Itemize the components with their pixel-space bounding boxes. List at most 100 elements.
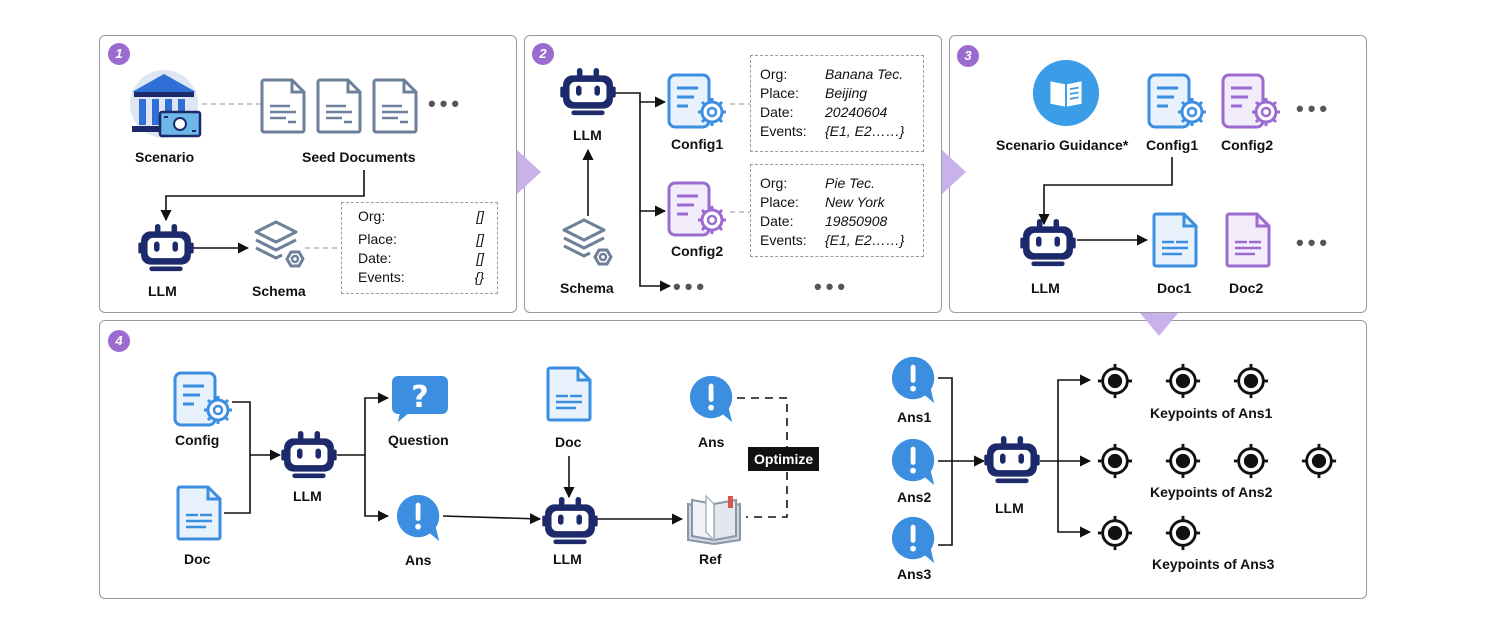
keypoint-target-icon bbox=[1096, 514, 1134, 552]
config2-field-place: Place: bbox=[760, 194, 799, 210]
schema-fields-box bbox=[341, 202, 498, 294]
config2-field-events: Events: bbox=[760, 232, 807, 248]
config-label: Config bbox=[175, 432, 220, 448]
config2-value-date: 19850908 bbox=[825, 213, 888, 229]
more-configs-ellipsis: ••• bbox=[673, 274, 709, 299]
keypoint-target-icon bbox=[1164, 362, 1202, 400]
keypoint-target-icon bbox=[1232, 442, 1270, 480]
config2-field-org: Org: bbox=[760, 175, 788, 191]
keypoint-target-icon bbox=[1096, 442, 1134, 480]
doc1-icon bbox=[1152, 212, 1198, 268]
schema-label: Schema bbox=[560, 280, 614, 296]
doc-label: Doc bbox=[184, 551, 211, 567]
llm-robot-icon bbox=[984, 436, 1040, 484]
doc-icon bbox=[176, 485, 222, 541]
schema-field-place: Place:[] bbox=[358, 231, 484, 247]
keypoint-target-icon bbox=[1164, 514, 1202, 552]
config1-icon bbox=[666, 72, 730, 132]
llm-robot-icon bbox=[542, 497, 598, 545]
keypoint-target-icon bbox=[1300, 442, 1338, 480]
more-docs-ellipsis: ••• bbox=[1296, 230, 1332, 255]
reference-book-icon bbox=[684, 494, 744, 546]
schema-field-events: Events:{} bbox=[358, 269, 484, 285]
schema-icon bbox=[252, 218, 308, 274]
config2-icon bbox=[1220, 72, 1284, 132]
llm-label: LLM bbox=[573, 127, 602, 143]
config-icon bbox=[172, 370, 236, 430]
config2-value-place: New York bbox=[825, 194, 885, 210]
answer-bubble-icon bbox=[890, 355, 940, 405]
config2-icon bbox=[666, 180, 730, 240]
doc-icon bbox=[546, 366, 592, 422]
config1-value-date: 20240604 bbox=[825, 104, 888, 120]
step-badge-3: 3 bbox=[957, 45, 979, 67]
more-configs-ellipsis: ••• bbox=[1296, 96, 1332, 121]
config2-label: Config2 bbox=[1221, 137, 1274, 153]
more-documents-ellipsis: ••• bbox=[428, 91, 464, 116]
seed-document-icon bbox=[260, 78, 306, 134]
config1-value-org: Banana Tec. bbox=[825, 66, 904, 82]
llm-robot-icon bbox=[138, 224, 194, 272]
schema-field-org: Org:[] bbox=[358, 208, 484, 224]
doc2-icon bbox=[1225, 212, 1271, 268]
seed-documents-label: Seed Documents bbox=[302, 149, 416, 165]
schema-icon bbox=[560, 216, 616, 272]
config1-field-place: Place: bbox=[760, 85, 799, 101]
llm-label: LLM bbox=[1031, 280, 1060, 296]
config2-value-events: {E1, E2……} bbox=[825, 232, 905, 248]
seed-document-icon bbox=[316, 78, 362, 134]
ans-label: Ans bbox=[405, 552, 432, 568]
ans1-label: Ans1 bbox=[897, 409, 932, 425]
keypoint-target-icon bbox=[1164, 442, 1202, 480]
ans2-label: Ans2 bbox=[897, 489, 932, 505]
keypoint-target-icon bbox=[1232, 362, 1270, 400]
answer-bubble-icon bbox=[395, 493, 445, 543]
config1-label: Config1 bbox=[671, 136, 724, 152]
answer-bubble-icon bbox=[890, 515, 940, 565]
schema-field-date: Date:[] bbox=[358, 250, 484, 266]
step-badge-4: 4 bbox=[108, 330, 130, 352]
llm-robot-icon bbox=[281, 431, 337, 479]
ans3-label: Ans3 bbox=[897, 566, 932, 582]
keypoints-ans2-label: Keypoints of Ans2 bbox=[1150, 484, 1273, 500]
config1-field-date: Date: bbox=[760, 104, 794, 120]
llm-robot-icon bbox=[1020, 219, 1076, 267]
llm-robot-icon bbox=[560, 68, 616, 116]
bank-icon bbox=[126, 68, 206, 140]
question-bubble-icon bbox=[390, 374, 450, 424]
doc-label: Doc bbox=[555, 434, 582, 450]
config1-fields-box bbox=[750, 55, 924, 152]
scenario-guidance-icon bbox=[1031, 58, 1101, 128]
schema-label: Schema bbox=[252, 283, 306, 299]
config2-field-date: Date: bbox=[760, 213, 794, 229]
llm-label: LLM bbox=[995, 500, 1024, 516]
config1-field-org: Org: bbox=[760, 66, 788, 82]
keypoint-target-icon bbox=[1096, 362, 1134, 400]
llm-label: LLM bbox=[553, 551, 582, 567]
seed-document-icon bbox=[372, 78, 418, 134]
config2-fields-box bbox=[750, 164, 924, 257]
config1-value-place: Beijing bbox=[825, 85, 868, 101]
answer-bubble-icon bbox=[688, 374, 738, 424]
question-label: Question bbox=[388, 432, 449, 448]
config2-value-org: Pie Tec. bbox=[825, 175, 876, 191]
config1-field-events: Events: bbox=[760, 123, 807, 139]
config1-label: Config1 bbox=[1146, 137, 1199, 153]
doc2-label: Doc2 bbox=[1229, 280, 1264, 296]
step-badge-2: 2 bbox=[532, 43, 554, 65]
llm-label: LLM bbox=[293, 488, 322, 504]
more-configs-ellipsis: ••• bbox=[814, 274, 850, 299]
scenario-label: Scenario bbox=[135, 149, 195, 165]
answer-bubble-icon bbox=[890, 437, 940, 487]
ref-label: Ref bbox=[699, 551, 722, 567]
optimize-tag: Optimize bbox=[748, 447, 820, 471]
config1-value-events: {E1, E2……} bbox=[825, 123, 905, 139]
llm-label: LLM bbox=[148, 283, 177, 299]
config1-icon bbox=[1146, 72, 1210, 132]
doc1-label: Doc1 bbox=[1157, 280, 1192, 296]
keypoints-ans1-label: Keypoints of Ans1 bbox=[1150, 405, 1273, 421]
step-badge-1: 1 bbox=[108, 43, 130, 65]
config2-label: Config2 bbox=[671, 243, 724, 259]
keypoints-ans3-label: Keypoints of Ans3 bbox=[1152, 556, 1275, 572]
